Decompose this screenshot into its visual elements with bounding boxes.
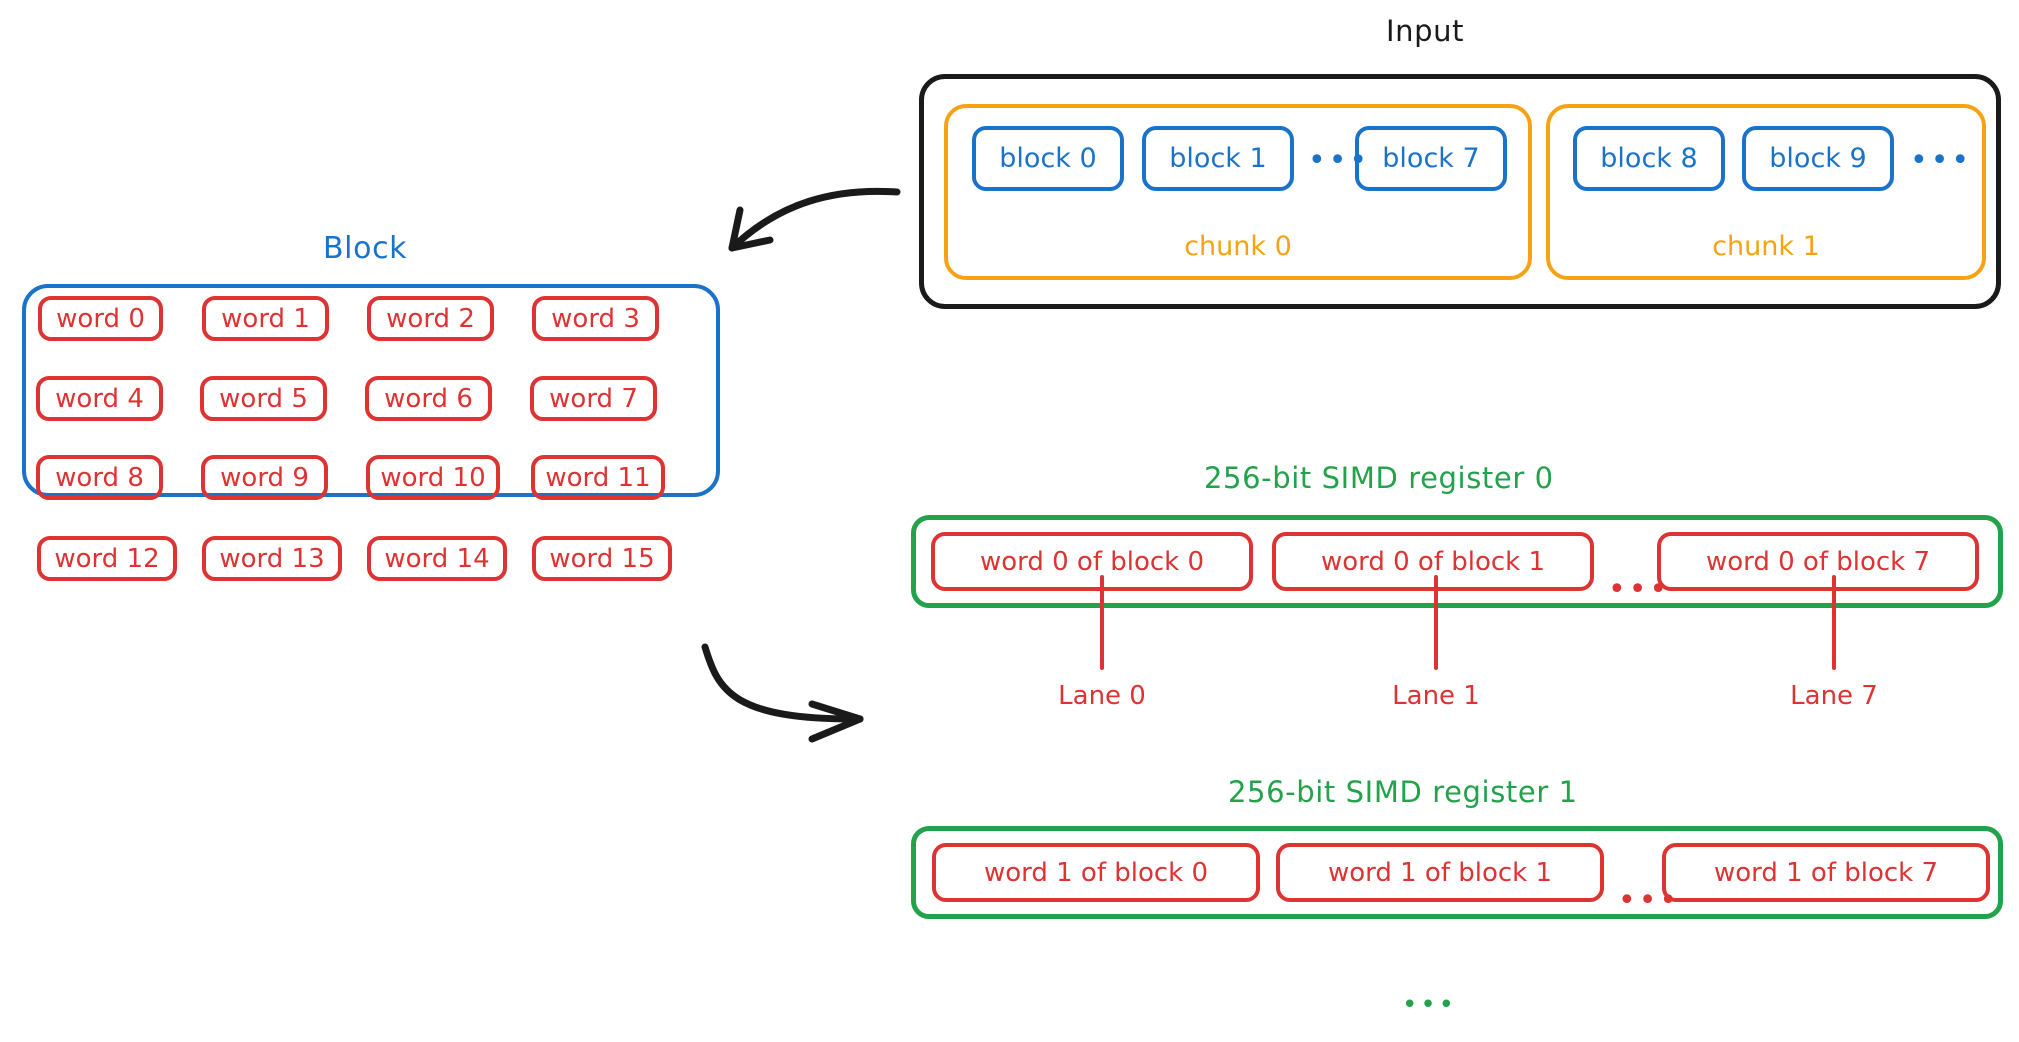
word-pill-9[interactable]: word 9 xyxy=(201,455,328,500)
input-title: Input xyxy=(1386,14,1465,48)
word-pill-5[interactable]: word 5 xyxy=(200,376,327,421)
arrow-block-to-register xyxy=(701,643,864,743)
register-1-container xyxy=(911,826,2003,919)
block-pill-8[interactable]: block 8 xyxy=(1573,126,1725,191)
lane-line-7 xyxy=(1832,575,1836,670)
block-panel-title: Block xyxy=(323,231,408,266)
chunk-0-container xyxy=(944,104,1532,280)
arrow-input-to-block xyxy=(728,187,901,252)
lane-line-0 xyxy=(1100,575,1104,670)
word-pill-6[interactable]: word 6 xyxy=(365,376,492,421)
word-pill-12[interactable]: word 12 xyxy=(37,536,177,581)
word-pill-0[interactable]: word 0 xyxy=(38,296,163,341)
lane-label-0: Lane 0 xyxy=(1058,681,1146,711)
lane-label-1: Lane 1 xyxy=(1392,681,1480,711)
block-pill-9[interactable]: block 9 xyxy=(1742,126,1894,191)
chunk-1-label: chunk 1 xyxy=(1712,231,1820,262)
chunk-1-ellipsis: ••• xyxy=(1910,143,1973,178)
word-pill-13[interactable]: word 13 xyxy=(202,536,342,581)
word-pill-11[interactable]: word 11 xyxy=(531,455,665,500)
register-1-title: 256-bit SIMD register 1 xyxy=(1228,775,1578,809)
block-pill-7[interactable]: block 7 xyxy=(1355,126,1507,191)
word-pill-2[interactable]: word 2 xyxy=(367,296,494,341)
register-0-container xyxy=(911,515,2003,608)
lane-line-1 xyxy=(1434,575,1438,670)
word-pill-1[interactable]: word 1 xyxy=(202,296,329,341)
word-pill-3[interactable]: word 3 xyxy=(532,296,659,341)
chunk-0-label: chunk 0 xyxy=(1184,231,1292,262)
register-1-cell-0[interactable]: word 1 of block 0 xyxy=(932,843,1260,902)
trailing-ellipsis: ••• xyxy=(1402,990,1458,1020)
lane-label-7: Lane 7 xyxy=(1790,681,1878,711)
chunk-1-container xyxy=(1546,104,1986,280)
input-container xyxy=(919,74,2001,309)
register-0-cell-7[interactable]: word 0 of block 7 xyxy=(1657,532,1979,591)
register-0-cell-0[interactable]: word 0 of block 0 xyxy=(931,532,1253,591)
word-pill-14[interactable]: word 14 xyxy=(367,536,507,581)
register-0-title: 256-bit SIMD register 0 xyxy=(1204,461,1554,495)
word-pill-15[interactable]: word 15 xyxy=(532,536,672,581)
word-pill-10[interactable]: word 10 xyxy=(366,455,500,500)
word-pill-7[interactable]: word 7 xyxy=(530,376,657,421)
block-pill-1[interactable]: block 1 xyxy=(1142,126,1294,191)
block-pill-0[interactable]: block 0 xyxy=(972,126,1124,191)
register-1-cell-1[interactable]: word 1 of block 1 xyxy=(1276,843,1604,902)
word-pill-4[interactable]: word 4 xyxy=(36,376,163,421)
register-1-cell-7[interactable]: word 1 of block 7 xyxy=(1662,843,1990,902)
word-pill-8[interactable]: word 8 xyxy=(36,455,163,500)
register-0-cell-1[interactable]: word 0 of block 1 xyxy=(1272,532,1594,591)
